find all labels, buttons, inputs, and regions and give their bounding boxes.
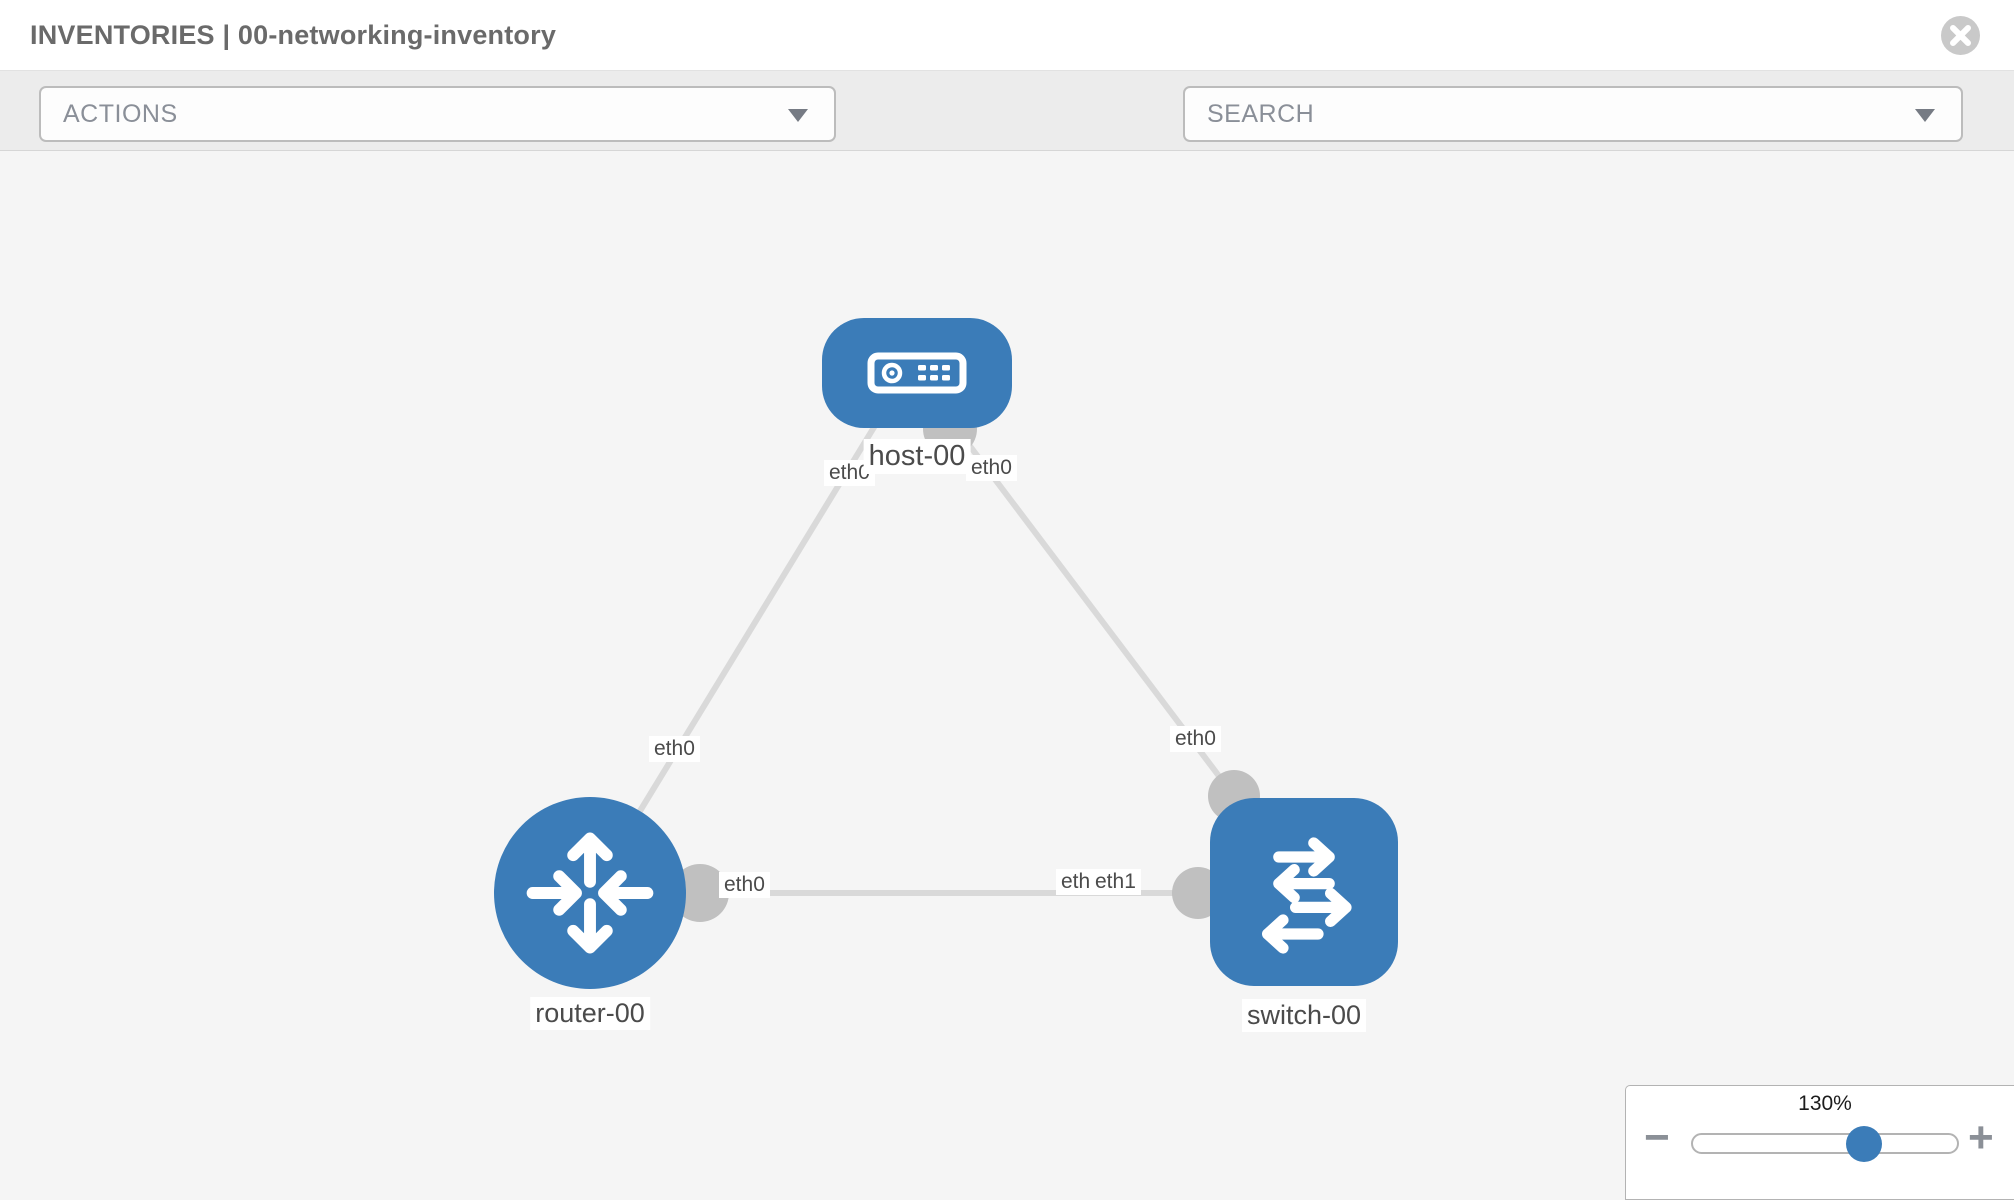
search-placeholder: SEARCH xyxy=(1207,100,1315,128)
node-switch-00[interactable] xyxy=(1210,798,1398,986)
interface-label: eth0 xyxy=(719,872,770,898)
page-title: INVENTORIES | 00-networking-inventory xyxy=(30,20,557,50)
zoom-slider-thumb[interactable] xyxy=(1846,1126,1882,1162)
interface-label: eth1 xyxy=(1090,869,1141,895)
zoom-in-button[interactable]: + xyxy=(1968,1113,1994,1162)
actions-dropdown-label: ACTIONS xyxy=(63,100,178,128)
topology-canvas[interactable]: eth0 eth0 host-00 eth0 eth0 eth0 eth1 et… xyxy=(0,151,2014,1200)
close-button[interactable] xyxy=(1941,16,1980,55)
chevron-down-icon xyxy=(1915,109,1935,122)
zoom-control-panel: 130% − + xyxy=(1625,1085,2014,1200)
node-label-switch: switch-00 xyxy=(1241,999,1367,1032)
search-dropdown[interactable]: SEARCH xyxy=(1183,86,1963,142)
node-host-00[interactable] xyxy=(822,318,1012,428)
zoom-slider-track[interactable] xyxy=(1691,1133,1959,1154)
switch-icon xyxy=(1262,837,1352,954)
router-icon xyxy=(526,832,654,954)
chevron-down-icon xyxy=(788,109,808,122)
toolbar: ACTIONS SEARCH xyxy=(0,71,2014,203)
close-icon xyxy=(1950,25,1971,46)
host-icon xyxy=(867,352,967,394)
interface-connector-router xyxy=(671,864,729,922)
node-label-router: router-00 xyxy=(530,997,650,1030)
actions-dropdown[interactable]: ACTIONS xyxy=(39,86,836,142)
zoom-out-button[interactable]: − xyxy=(1644,1113,1670,1162)
header: INVENTORIES | 00-networking-inventory xyxy=(0,0,2014,71)
links-layer xyxy=(587,399,1260,922)
interface-label: eth0 xyxy=(966,455,1017,481)
interface-label: eth0 xyxy=(1170,726,1221,752)
node-router-00[interactable] xyxy=(494,797,686,989)
node-label-host: host-00 xyxy=(863,439,971,474)
zoom-level-value: 130% xyxy=(1798,1092,1852,1115)
interface-label: eth0 xyxy=(649,736,700,762)
